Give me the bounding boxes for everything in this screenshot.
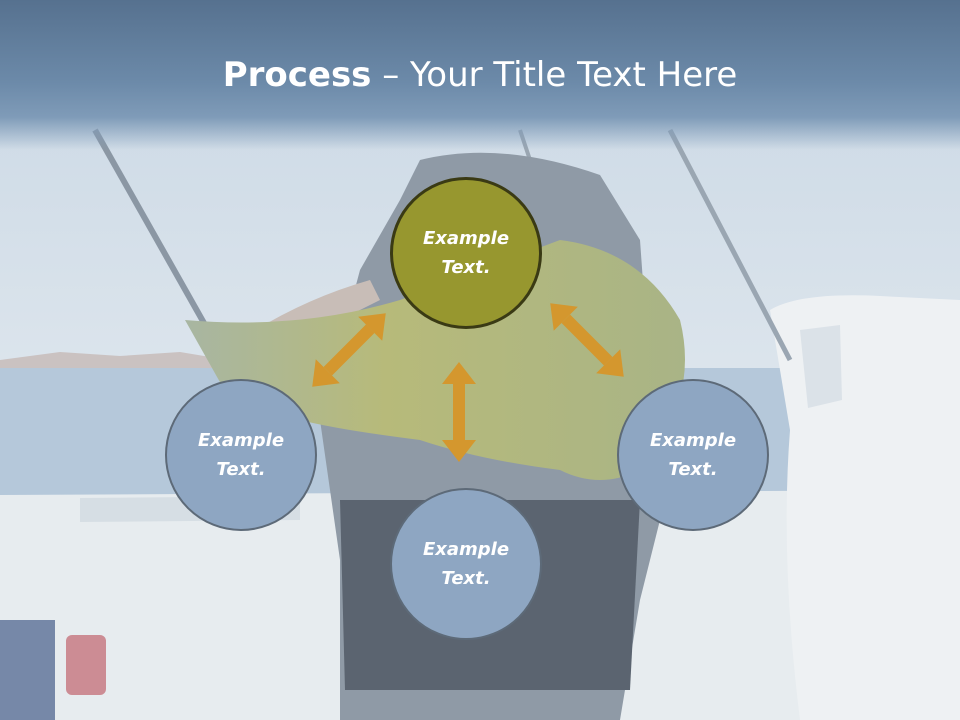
arrow-top-right xyxy=(550,303,624,377)
title-banner xyxy=(0,0,960,150)
node-left: Example Text. xyxy=(165,379,317,531)
node-bottom: Example Text. xyxy=(390,488,542,640)
node-top-label: Example Text. xyxy=(422,228,510,278)
arrow-top-left xyxy=(312,313,386,387)
node-right: Example Text. xyxy=(617,379,769,531)
node-bottom-label: Example Text. xyxy=(422,539,510,589)
node-top: Example Text. xyxy=(390,177,542,329)
node-left-label: Example Text. xyxy=(197,430,285,480)
arrow-vertical xyxy=(442,362,476,462)
title-bold: Process xyxy=(222,55,372,95)
title-rest: – Your Title Text Here xyxy=(371,55,738,95)
node-right-label: Example Text. xyxy=(649,430,737,480)
slide-title: Process – Your Title Text Here xyxy=(0,52,960,98)
